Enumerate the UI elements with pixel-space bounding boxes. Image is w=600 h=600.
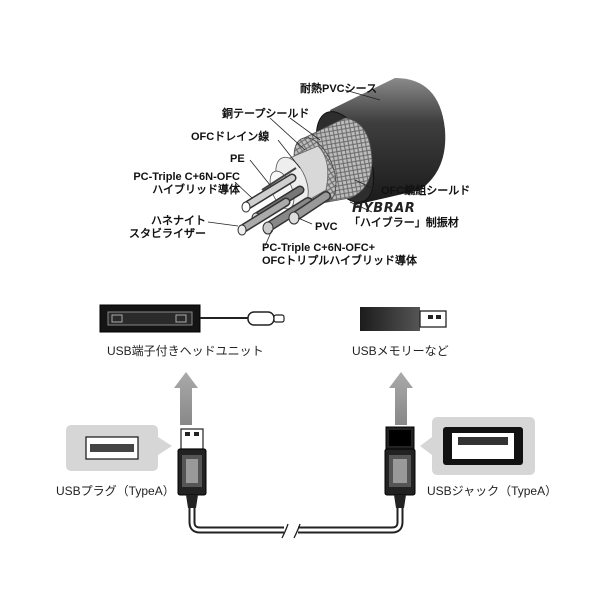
label-triple-hybrid: PC-Triple C+6N-OFC+ OFCトリプルハイブリッド導体	[262, 242, 417, 268]
label-usb-jack: USBジャック（TypeA）	[427, 484, 558, 498]
jack-callout	[420, 417, 535, 475]
label-head-unit: USB端子付きヘッドユニット	[107, 344, 264, 358]
label-usb-memory: USBメモリーなど	[352, 344, 449, 358]
label-hanenite-line1: ハネナイト	[151, 215, 206, 227]
cable-cross-section	[207, 78, 446, 247]
label-braid: OFC編組シールド	[381, 185, 471, 197]
label-pe: PE	[230, 153, 245, 165]
plug-callout	[66, 425, 172, 471]
usb-memory-device	[360, 307, 447, 331]
label-triple-hybrid-line1: PC-Triple C+6N-OFC+	[262, 242, 376, 254]
label-triple-hybrid-line2: OFCトリプルハイブリッド導体	[262, 255, 417, 267]
connecting-cable	[188, 508, 404, 539]
label-hanenite: ハネナイト スタビライザー	[110, 215, 206, 241]
label-usb-plug: USBプラグ（TypeA）	[56, 484, 175, 498]
label-hybrar: 「ハイブラー」制振材	[349, 217, 459, 229]
jack-connector	[384, 426, 416, 508]
label-triple-line1: PC-Triple C+6N-OFC	[133, 171, 240, 183]
up-arrows	[174, 372, 413, 425]
label-hanenite-line2: スタビライザー	[129, 228, 206, 240]
label-triple-line2: ハイブリッド導体	[152, 184, 240, 196]
hybrar-logo: HYBRAR	[352, 201, 416, 216]
head-unit-device	[99, 304, 285, 333]
conductors	[237, 167, 331, 236]
label-copper-tape: 銅テープシールド	[222, 108, 310, 120]
label-pvc: PVC	[315, 221, 338, 233]
label-sheath: 耐熱PVCシース	[300, 83, 378, 95]
leader-lines	[207, 89, 381, 247]
label-drain: OFCドレイン線	[191, 131, 270, 143]
label-triple-conductor: PC-Triple C+6N-OFC ハイブリッド導体	[112, 171, 240, 197]
plug-connector	[177, 428, 207, 508]
